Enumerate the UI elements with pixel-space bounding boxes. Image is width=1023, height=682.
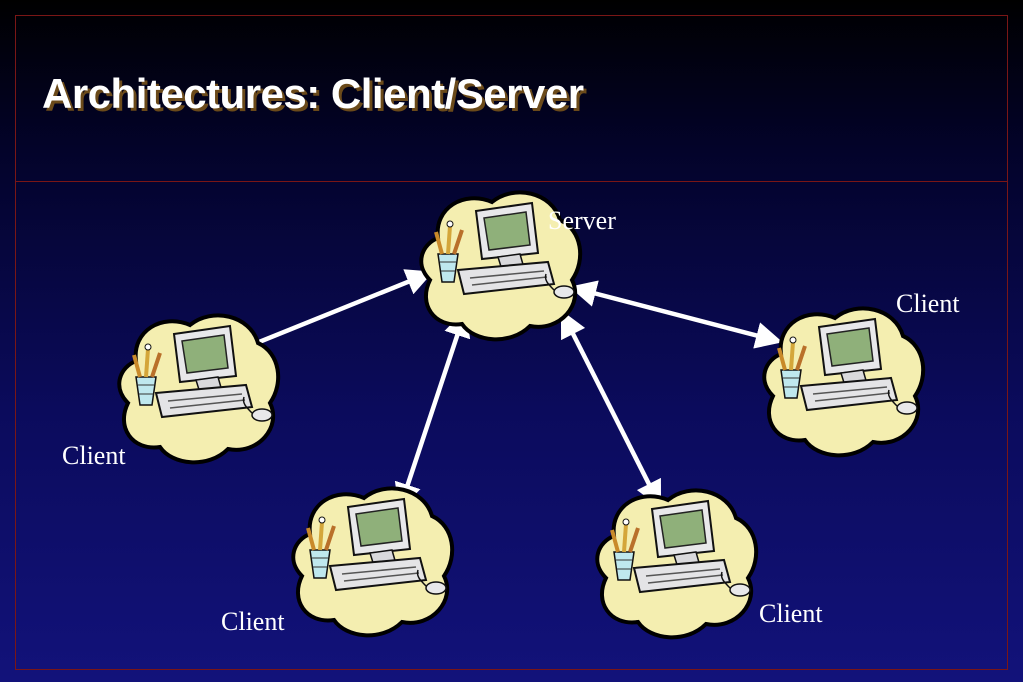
client-node-bottom-right [595,488,759,640]
connection-arrows [223,269,783,511]
client-node-bottom-left [291,486,455,638]
client-node-right [762,306,926,458]
server-label: Server [548,206,616,235]
arrow-server-client-bottom-right [560,309,662,509]
slide-frame [15,15,1008,670]
title-divider [15,181,1008,182]
arrow-server-client-right [569,280,783,349]
computer-icon [762,306,926,458]
arrow-server-client-bottom-left [394,309,471,511]
client-node-left [117,313,281,465]
client-left-label: Client [62,441,126,470]
client-right-label: Client [896,289,960,318]
computer-icon [291,486,455,638]
client-bottom-right-label: Client [759,599,823,628]
client-bottom-left-label: Client [221,607,285,636]
arrow-server-client-left [223,269,434,359]
computer-icon [117,313,281,465]
slide-title: Architectures: Client/Server [42,70,584,117]
computer-icon [595,488,759,640]
